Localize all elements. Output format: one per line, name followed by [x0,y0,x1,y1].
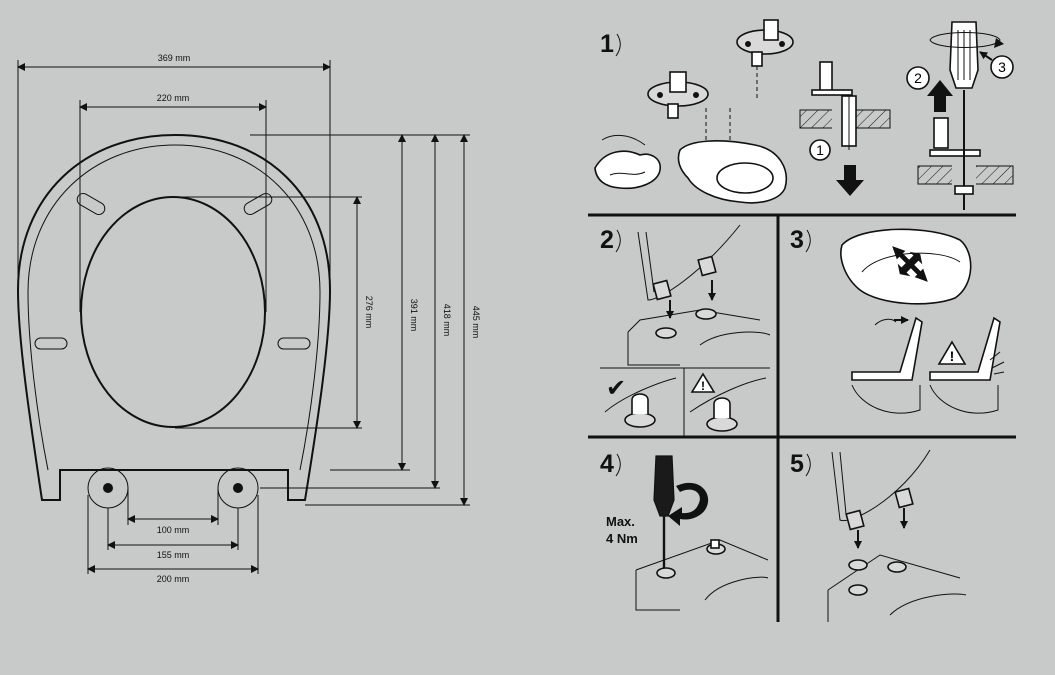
seat-opening [80,196,266,428]
step-4-panel: 4 Max. 4 Nm [600,450,769,611]
step-3-number: 3 [790,226,804,254]
step-4-number: 4 [600,450,614,478]
correct-check-icon: ✔ [606,374,626,402]
up-arrow [927,80,953,112]
warning-icon: ! [937,340,967,365]
dim-length-seat: 391 mm [409,299,419,332]
step-1-panel: 1 [594,19,1014,210]
bumper-slot [243,193,273,215]
step-5-number: 5 [790,450,804,478]
dim-width-outer: 369 mm [158,53,191,63]
panel-grid [588,213,1016,622]
sub-step-1: 1 [816,142,824,158]
dim-width-inner: 220 mm [157,93,190,103]
step-5-panel: 5 [790,449,967,622]
down-arrow [836,165,864,196]
ceramic-edge [627,309,771,366]
dim-hinge-200: 200 mm [157,574,190,584]
svg-text:!: ! [950,348,955,364]
sub-step-3: 3 [998,59,1006,75]
cleaning-cloth [594,150,661,190]
bumper-slot [34,337,68,350]
seat-hinge-part [831,449,931,522]
bumper-slot [277,337,311,350]
ceramic-top [635,539,769,611]
seat-side-ok [851,316,923,381]
dim-hinge-155: 155 mm [157,550,190,560]
sub-step-2: 2 [914,70,922,86]
dim-length-opening: 276 mm [364,296,374,329]
move-arrows-icon [892,246,928,282]
seat-hinge-part [637,224,741,301]
torque-label-value: 4 Nm [606,531,638,546]
seat-outline [16,133,332,501]
step-3-panel: 3 ! [790,226,1005,414]
step-2-panel: 2 ✔ ! [600,224,771,437]
warning-icon: ! [690,372,716,393]
rotate-arrow [668,482,709,526]
dim-length-total: 445 mm [471,306,481,339]
bolt-insert-diagram: 1 [799,61,891,196]
hinge-assembly-left [647,71,709,119]
ceramic-top [827,554,967,622]
torque-label-max: Max. [606,514,635,529]
bolt-tighten-diagram: 2 3 [906,21,1014,210]
bumper-slot [76,193,106,215]
step-2-number: 2 [600,226,614,254]
dim-hinge-100: 100 mm [157,525,190,535]
seat-side-slam [929,316,1001,381]
hinge-assembly-right [736,19,794,100]
svg-text:!: ! [701,379,705,393]
step-1-number: 1 [600,30,614,58]
screwdriver-icon [653,455,675,517]
dim-length-lid: 418 mm [442,304,452,337]
seat-dimension-drawing: 369 mm 220 mm 276 mm 391 mm 418 mm 445 m… [16,53,481,584]
lid-outline [27,144,321,471]
